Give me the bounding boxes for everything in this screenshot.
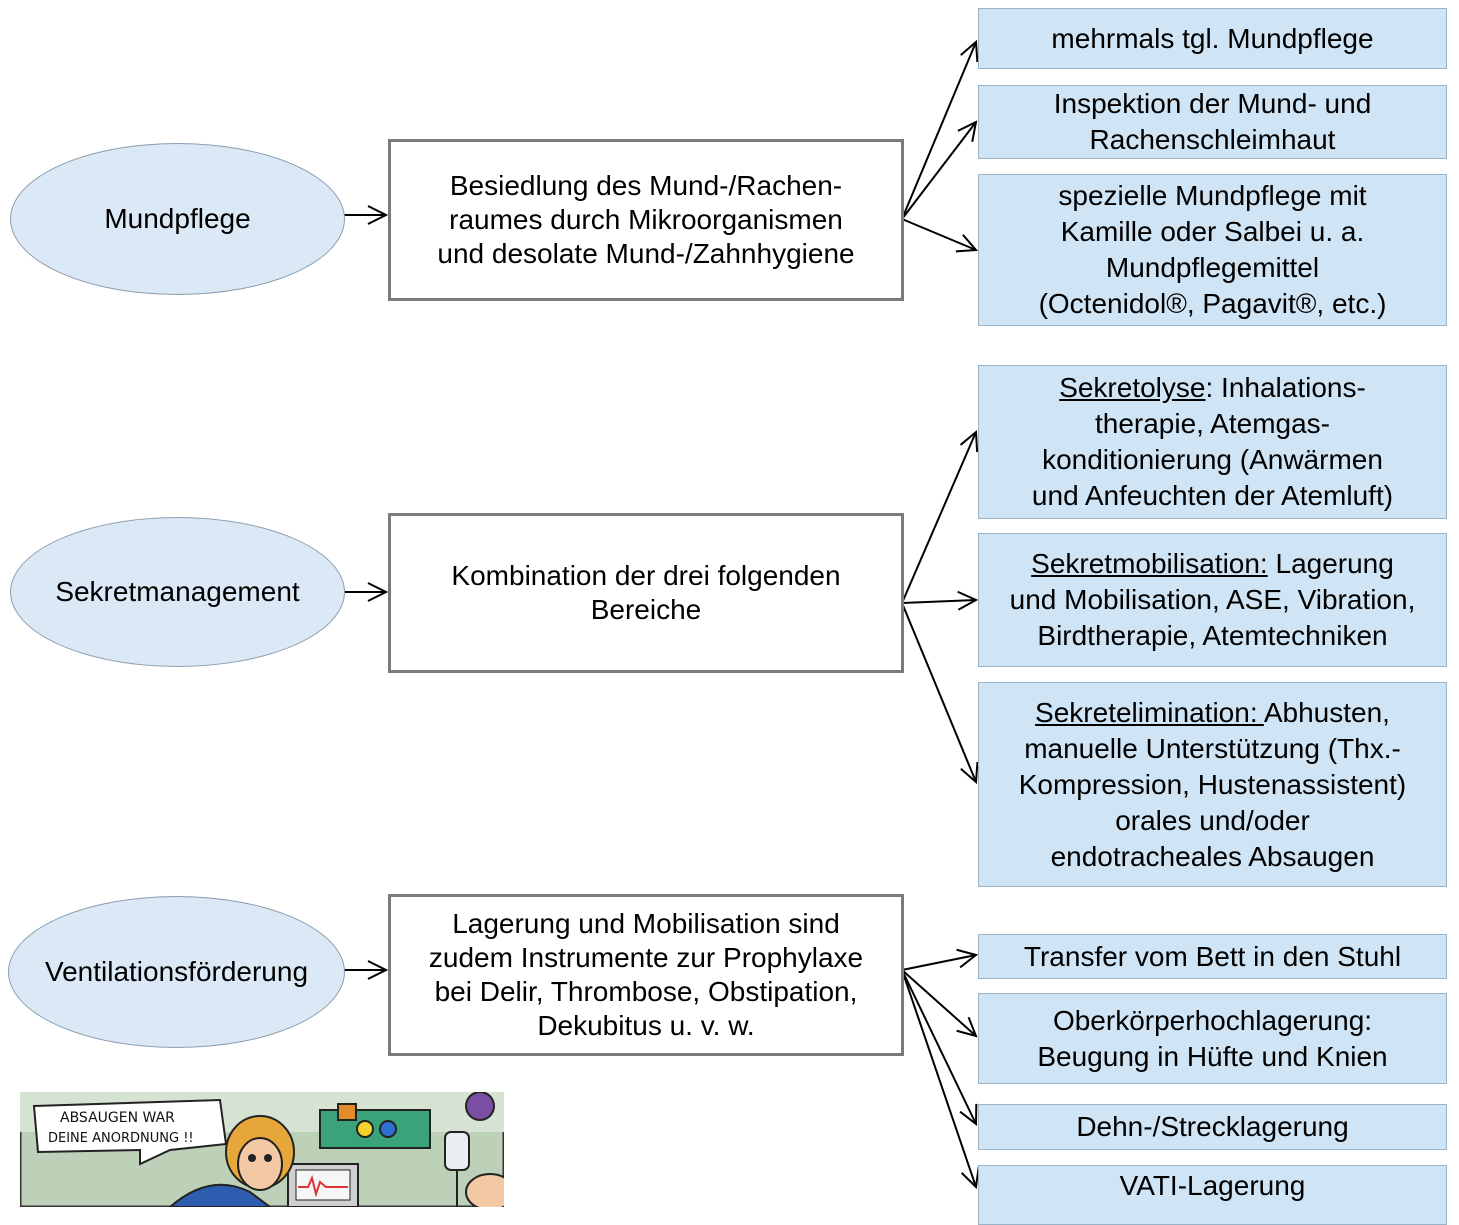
speech-line-1: ABSAUGEN WAR <box>60 1110 175 1126</box>
text-line: Dehn-/Strecklagerung <box>1076 1111 1349 1142</box>
text-line: Sekretmobilisation: Lagerung <box>1031 546 1394 582</box>
arrow-s1 <box>901 432 976 604</box>
text-line: Beugung in Hüfte und Knien <box>1037 1040 1388 1072</box>
text-line: Lagerung und Mobilisation sind <box>452 908 840 939</box>
text-line: und Anfeuchten der Atemluft) <box>1031 480 1394 511</box>
text-line: mehrmals tgl. Mundpflege <box>1051 22 1374 54</box>
text-line: Inspektion der Mund- und <box>1053 88 1372 119</box>
arrow-m2 <box>901 122 976 220</box>
arrow-v4 <box>901 969 976 1187</box>
speech-line-2: DEINE ANORDNUNG !! <box>48 1131 194 1146</box>
measure-ventilation-1: Transfer vom Bett in den Stuhl <box>978 934 1447 979</box>
text-line: orales und/oder <box>1115 804 1310 836</box>
measure-ventilation-2: Oberkörperhochlagerung: Beugung in Hüfte… <box>978 993 1447 1084</box>
text-line: Rachenschleimhaut <box>1089 124 1336 155</box>
topic-label: Sekretmanagement <box>55 576 300 607</box>
topic-ventilationsfoerderung: Ventilationsförderung <box>8 896 345 1048</box>
term-sekretelimination: Sekretelimination: <box>1035 696 1264 728</box>
text-line: bei Delir, Thrombose, Obstipation, <box>434 976 858 1007</box>
arrow-s2 <box>901 600 976 603</box>
description-sekretmanagement: Kombination der drei folgenden Bereiche <box>388 513 904 673</box>
term-suffix: Lagerung <box>1267 548 1394 579</box>
arrow-m1 <box>901 42 976 220</box>
text-line: spezielle Mundpflege mit <box>1058 180 1367 211</box>
text-line: raumes durch Mikroorganismen <box>449 204 843 235</box>
topic-sekretmanagement: Sekretmanagement <box>10 517 345 667</box>
description-ventilation: Lagerung und Mobilisation sind zudem Ins… <box>388 894 904 1056</box>
text-line: Oberkörperhochlagerung: <box>1052 1004 1373 1036</box>
text-line: Transfer vom Bett in den Stuhl <box>1023 940 1402 972</box>
term-suffix: Abhusten, <box>1263 696 1390 728</box>
text-line: Mundpflegemittel <box>1105 252 1320 283</box>
measure-mundpflege-3: spezielle Mundpflege mit Kamille oder Sa… <box>978 174 1447 326</box>
arrow-v1 <box>901 955 976 971</box>
measure-mundpflege-2: Inspektion der Mund- und Rachenschleimha… <box>978 85 1447 159</box>
arrow-v2 <box>901 969 976 1036</box>
text-line: Dekubitus u. v. w. <box>537 1010 755 1041</box>
topic-mundpflege: Mundpflege <box>10 143 345 295</box>
text-line: Sekretelimination: Abhusten, <box>1035 695 1390 731</box>
text-line: (Octenidol®, Pagavit®, etc.) <box>1038 288 1387 319</box>
text-line: Kamille oder Salbei u. a. <box>1060 216 1365 247</box>
arrow-s3 <box>901 602 976 782</box>
text-line: Bereiche <box>590 594 702 625</box>
topic-label: Mundpflege <box>104 203 251 234</box>
text-line: konditionierung (Anwärmen <box>1042 444 1383 475</box>
measure-ventilation-4: VATI-Lagerung <box>978 1165 1447 1225</box>
cartoon-illustration: ABSAUGEN WAR DEINE ANORDNUNG !! <box>20 1092 504 1207</box>
text-line: Kombination der drei folgenden <box>451 560 841 591</box>
measure-sekretolyse: Sekretolyse: Inhalations- therapie, Atem… <box>978 365 1447 519</box>
text-line: Kompression, Hustenassistent) <box>1018 768 1407 800</box>
cartoon-drawing: ABSAUGEN WAR DEINE ANORDNUNG !! <box>20 1092 504 1207</box>
term-sekretolyse: Sekretolyse <box>1059 372 1206 403</box>
text-line: zudem Instrumente zur Prophylaxe <box>428 942 864 973</box>
text-line: VATI-Lagerung <box>1119 1170 1306 1201</box>
arrow-m3 <box>901 218 976 250</box>
text-line: Sekretolyse: Inhalations- <box>1059 370 1366 406</box>
measure-mundpflege-1: mehrmals tgl. Mundpflege <box>978 8 1447 69</box>
measure-sekretmobilisation: Sekretmobilisation: Lagerung und Mobilis… <box>978 533 1447 667</box>
description-mundpflege: Besiedlung des Mund-/Rachen- raumes durc… <box>388 139 904 301</box>
text-line: Besiedlung des Mund-/Rachen- <box>449 170 843 201</box>
measure-sekretelimination: Sekretelimination: Abhusten, manuelle Un… <box>978 682 1447 887</box>
topic-label: Ventilationsförderung <box>44 956 309 987</box>
text-line: manuelle Unterstützung (Thx.- <box>1024 732 1401 764</box>
text-line: therapie, Atemgas- <box>1094 408 1331 439</box>
text-line: und Mobilisation, ASE, Vibration, <box>1009 584 1416 615</box>
arrow-v3 <box>901 969 976 1124</box>
text-line: endotracheales Absaugen <box>1050 840 1375 872</box>
term-suffix: : Inhalations- <box>1205 372 1366 403</box>
text-line: und desolate Mund-/Zahnhygiene <box>437 238 855 269</box>
measure-ventilation-3: Dehn-/Strecklagerung <box>978 1104 1447 1150</box>
term-sekretmobilisation: Sekretmobilisation: <box>1031 548 1268 579</box>
text-line: Birdtherapie, Atemtechniken <box>1037 620 1388 651</box>
